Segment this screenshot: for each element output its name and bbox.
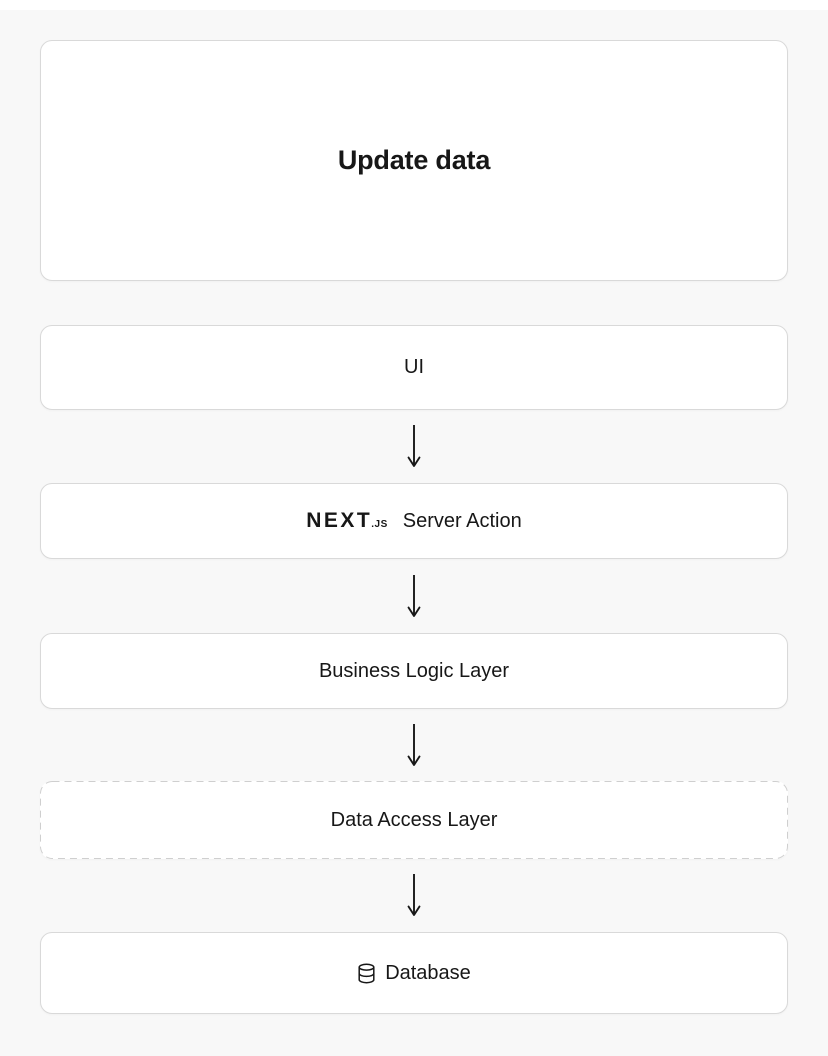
arrow-down-icon	[407, 874, 421, 916]
nextjs-wordmark-suffix: .JS	[371, 519, 388, 530]
node-ui: UI	[40, 325, 788, 410]
arrow-down-icon	[407, 575, 421, 617]
top-edge-strip	[0, 0, 828, 10]
node-business-logic-layer-label: Business Logic Layer	[318, 659, 510, 682]
nextjs-logo: NEXT .JS	[306, 509, 388, 533]
database-content: Database	[357, 962, 471, 985]
node-database-label: Database	[385, 961, 471, 984]
arrow-down-icon	[407, 425, 421, 467]
node-server-action: NEXT .JS Server Action	[40, 483, 788, 559]
arrow-down-icon	[407, 724, 421, 766]
database-icon	[358, 963, 375, 983]
nextjs-wordmark: NEXT	[306, 509, 373, 532]
node-business-logic-layer: Business Logic Layer	[40, 633, 788, 709]
title-card: Update data	[40, 40, 788, 281]
server-action-content: NEXT .JS Server Action	[306, 509, 521, 533]
node-server-action-label: Server Action	[402, 509, 522, 532]
node-data-access-layer-label: Data Access Layer	[330, 808, 498, 831]
node-ui-label: UI	[404, 356, 424, 378]
node-data-access-layer: Data Access Layer	[40, 781, 788, 859]
page-title: Update data	[337, 145, 491, 175]
node-database: Database	[40, 932, 788, 1014]
